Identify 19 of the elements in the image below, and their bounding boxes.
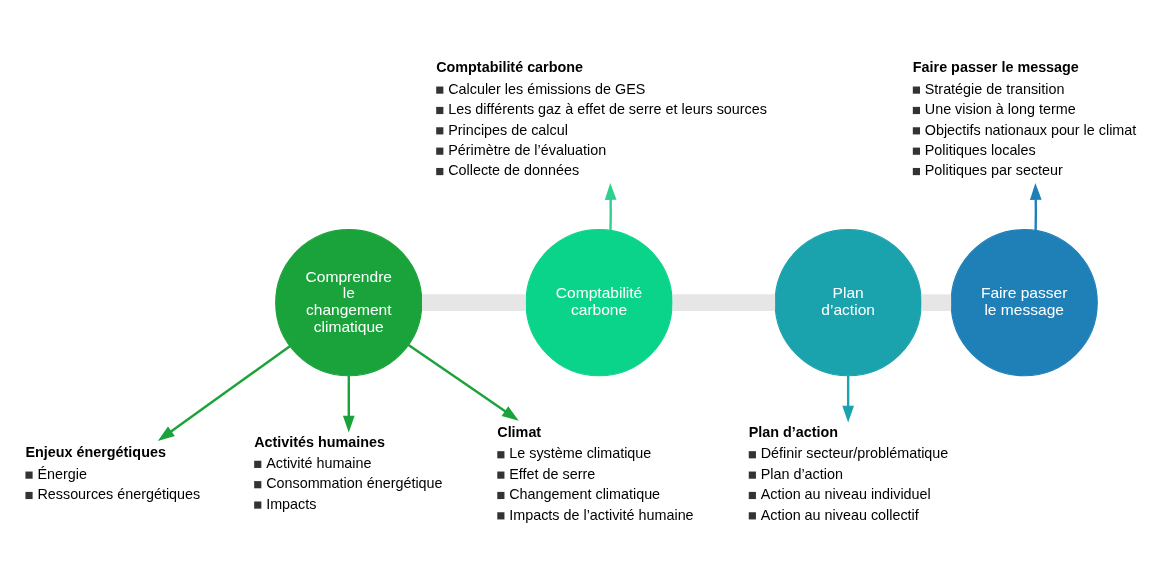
arrow (407, 343, 519, 421)
arrow (842, 375, 855, 423)
arrow (1029, 183, 1042, 231)
node-text: Comptabilité carbone Calculer les émissions de GES Les différents gaz à effet de serre et leurs sources Principes de calcul Périmètre de l’évaluation Collecte de données (436, 59, 767, 179)
node-circle: Plan d’action (774, 229, 922, 377)
node-text: Activités humaines Activité humaine Consommation énergétique Impacts (254, 433, 443, 512)
arrow (342, 375, 355, 433)
connector (921, 294, 952, 312)
node-text: Plan d’action Définir secteur/problématique Plan d’action Action au niveau individuel Action au niveau collectif (748, 423, 949, 523)
node-circle: Comprendre le changement climatique (275, 229, 423, 377)
node-text: Enjeux énergétiques Énergie Ressources énergétiques (25, 444, 201, 503)
arrow (604, 183, 617, 231)
connector (672, 294, 776, 312)
arrow (157, 345, 291, 442)
node-circle: Comptabilité carbone (525, 229, 673, 377)
connector (422, 294, 526, 312)
node-text: Climat Le système climatique Effet de serre Changement climatique Impacts de l’activité humaine (497, 423, 694, 523)
node-text: Faire passer le message Stratégie de transition Une vision à long terme Objectifs nationaux pour le climat Politiques locales Politiques par secteur (912, 59, 1137, 179)
node-circle: Faire passer le message (950, 229, 1098, 377)
